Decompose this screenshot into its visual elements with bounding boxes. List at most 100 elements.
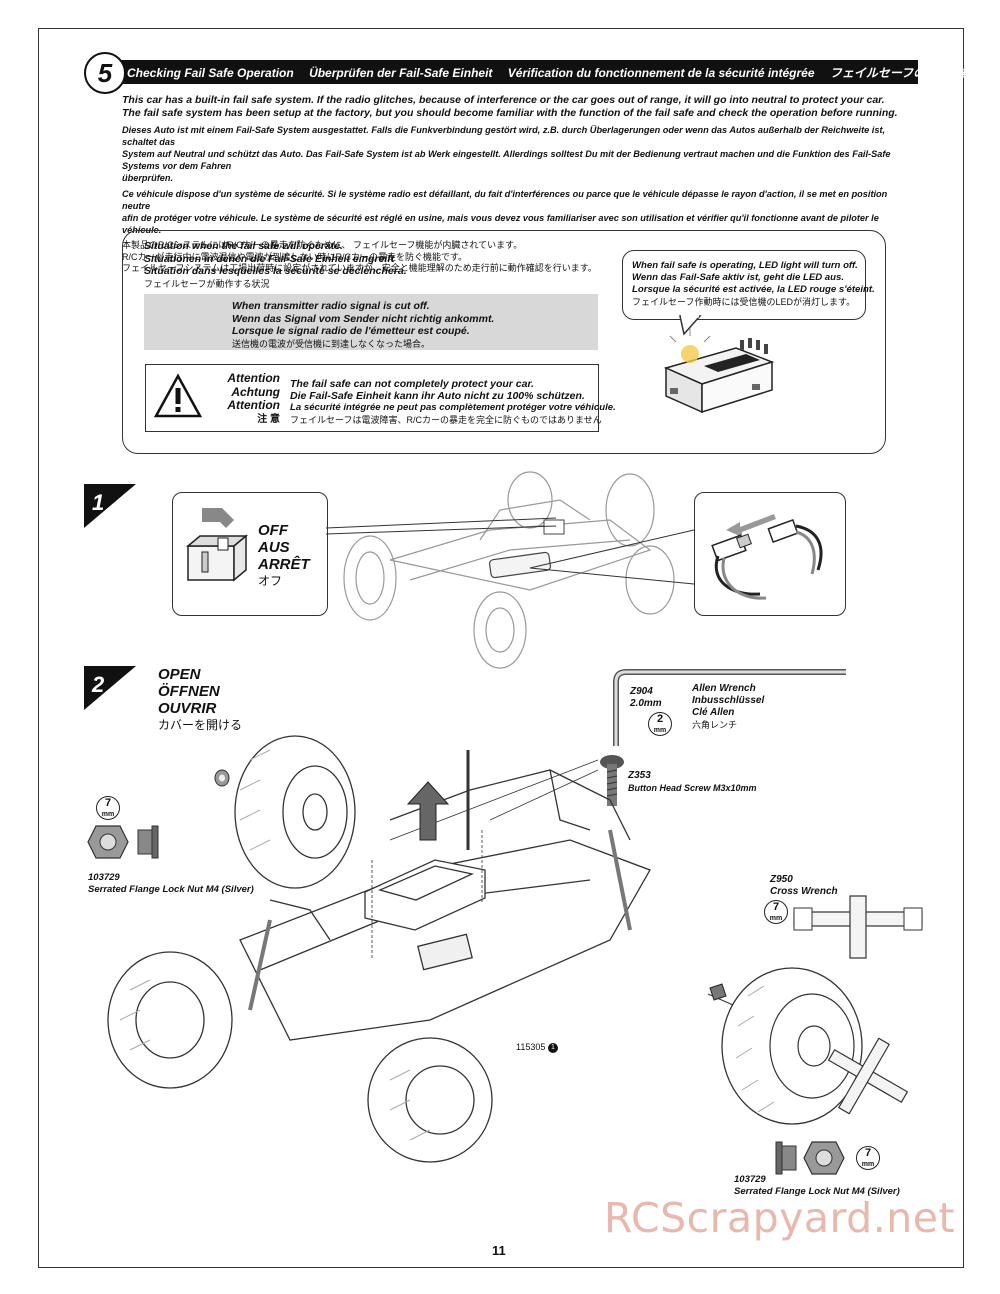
switch-off-fr: ARRÊT bbox=[258, 556, 310, 573]
attention-line-fr: La sécurité intégrée ne peut pas complèt… bbox=[290, 402, 616, 413]
section-header-bar bbox=[110, 60, 918, 84]
led-note-en: When fail safe is operating, LED light w… bbox=[632, 260, 858, 271]
signal-cut-text: When transmitter radio signal is cut off… bbox=[232, 300, 494, 350]
nut-right-mm-value: 7 bbox=[864, 1147, 872, 1159]
attention-line-jp: フェイルセーフは電波障害、R/Cカーの暴走を完全に防ぐものではありません bbox=[290, 415, 602, 425]
page-frame bbox=[38, 28, 964, 1268]
nut-right-name: Serrated Flange Lock Nut M4 (Silver) bbox=[734, 1186, 900, 1197]
intro-fr-1: Ce véhicule dispose d'un système de sécu… bbox=[122, 189, 888, 211]
signal-de: Wenn das Signal vom Sender nicht richtig… bbox=[232, 312, 495, 325]
situation-jp: フェイルセーフが動作する状況 bbox=[144, 278, 270, 289]
step2-tab bbox=[84, 666, 136, 710]
allen-jp: 六角レンチ bbox=[692, 720, 738, 730]
open-en: OPEN bbox=[158, 666, 201, 683]
cross-code: Z950 bbox=[770, 874, 793, 885]
intro-jp-3: フェイルセーフシステムは工場出荷時に設定がされていますが、安全と機能理解のため走… bbox=[122, 263, 597, 273]
nut-right-label: 103729 Serrated Flange Lock Nut M4 (Silv… bbox=[734, 1174, 900, 1198]
page-number: 11 bbox=[492, 1243, 506, 1258]
allen-code-text: Z904 bbox=[630, 686, 653, 697]
title-de: Überprüfen der Fail-Safe Einheit bbox=[309, 66, 493, 80]
signal-jp: 送信機の電波が受信機に到達しなくなった場合。 bbox=[232, 338, 431, 349]
title-fr: Vérification du fonctionnement de la séc… bbox=[507, 66, 815, 80]
allen-size-text: 2.0mm bbox=[630, 698, 662, 709]
cross-mm-unit: mm bbox=[769, 915, 783, 922]
allen-wrench-icon bbox=[613, 669, 846, 746]
flange-nut-right-icon bbox=[775, 1141, 845, 1175]
warning-icon bbox=[153, 373, 203, 418]
allen-mm-unit: mm bbox=[653, 727, 667, 734]
step2-number: 2 bbox=[92, 672, 105, 697]
situation-en: Situation when the fail safe will operat… bbox=[144, 240, 343, 252]
step1-number: 1 bbox=[92, 490, 105, 515]
receiver-illustration bbox=[663, 328, 775, 414]
open-fr: OUVRIR bbox=[158, 700, 217, 717]
open-de: ÖFFNEN bbox=[158, 683, 220, 700]
attention-de: Achtung bbox=[231, 384, 280, 399]
attention-fr: Attention bbox=[227, 398, 280, 412]
led-note-text: When fail safe is operating, LED light w… bbox=[632, 260, 875, 308]
battery-connector-illustration bbox=[711, 514, 823, 600]
allen-names: Allen Wrench Inbusschlüssel Clé Allen 六角… bbox=[692, 683, 764, 731]
led-note-bubble bbox=[622, 250, 866, 320]
flange-nut-left-icon bbox=[87, 825, 159, 859]
screw-label: Z353 Button Head Screw M3x10mm bbox=[628, 770, 757, 794]
bubble-tail bbox=[679, 314, 702, 336]
section-title: Checking Fail Safe Operation Überprüfen … bbox=[127, 64, 985, 81]
signal-en: When transmitter radio signal is cut off… bbox=[232, 300, 430, 312]
button-head-screw-icon bbox=[600, 755, 624, 806]
step1-car-illustration bbox=[343, 471, 675, 669]
situation-heading: Situation when the fail safe will operat… bbox=[144, 240, 407, 290]
cross-mm-value: 7 bbox=[772, 901, 780, 913]
nut-right-code: 103729 bbox=[734, 1174, 766, 1185]
nut-left-mm-value: 7 bbox=[104, 797, 112, 809]
washer-icon bbox=[214, 769, 230, 787]
intro-en-2: The fail safe system has been setup at t… bbox=[122, 107, 898, 119]
allen-de: Inbusschlüssel bbox=[692, 695, 765, 706]
cross-name: Cross Wrench bbox=[770, 886, 838, 897]
attention-line-en: The fail safe can not completely protect… bbox=[290, 378, 534, 390]
screw-code: Z353 bbox=[628, 770, 651, 781]
cross-wrench-label: Z950 Cross Wrench bbox=[770, 874, 838, 898]
part-ref-number: 115305 bbox=[516, 1042, 546, 1052]
situation-de: Situationen in denen die Fail-Safe Einhe… bbox=[144, 252, 395, 265]
title-jp: フェイルセーフの動作確認 bbox=[829, 66, 974, 80]
switch-off-jp: オフ bbox=[258, 574, 283, 588]
attention-labels: Attention Achtung Attention 注 意 bbox=[196, 371, 280, 426]
open-cover-labels: OPEN ÖFFNEN OUVRIR カバーを開ける bbox=[158, 666, 242, 734]
nut-left-label: 103729 Serrated Flange Lock Nut M4 (Silv… bbox=[88, 872, 254, 896]
fail-safe-situation-box bbox=[122, 230, 886, 454]
situation-fr: Situation dans lesquelles la sécurité se… bbox=[144, 265, 407, 277]
signal-cut-panel bbox=[144, 294, 598, 350]
cross-mm-badge: 7 mm bbox=[764, 900, 788, 924]
part-reference: 115305 1 bbox=[516, 1042, 558, 1053]
right-wheel-illustration bbox=[707, 967, 909, 1125]
allen-mm-badge: 2 mm bbox=[648, 712, 672, 736]
switch-off-labels: OFF AUS ARRÊT オフ bbox=[258, 522, 310, 590]
allen-code: Z904 2.0mm bbox=[630, 686, 662, 710]
step1-callout-lines bbox=[325, 517, 695, 585]
step1-tab bbox=[84, 484, 136, 528]
nut-left-mm-badge: 7 mm bbox=[96, 796, 120, 820]
allen-mm-value: 2 bbox=[656, 713, 664, 725]
title-en: Checking Fail Safe Operation bbox=[127, 66, 294, 80]
intro-text: This car has a built-in fail safe system… bbox=[122, 94, 912, 275]
nut-left-code: 103729 bbox=[88, 872, 120, 883]
allen-fr: Clé Allen bbox=[692, 707, 735, 718]
allen-en: Allen Wrench bbox=[692, 683, 756, 694]
switch-off-en: OFF bbox=[258, 522, 288, 539]
attention-en: Attention bbox=[227, 371, 280, 385]
led-note-de: Wenn das Fail-Safe aktiv ist, geht die L… bbox=[632, 272, 845, 283]
intro-de-2: System auf Neutral und schützt das Auto.… bbox=[122, 149, 891, 171]
intro-en-1: This car has a built-in fail safe system… bbox=[122, 94, 885, 106]
switch-off-de: AUS bbox=[258, 539, 290, 556]
screw-name: Button Head Screw M3x10mm bbox=[628, 783, 757, 793]
nut-left-mm-unit: mm bbox=[101, 811, 115, 818]
watermark: RCScrapyard.net bbox=[604, 1194, 956, 1242]
intro-jp-1: 本製品のR/CシステムにはR/Cカーの暴走を防ぐために、 フェイルセーフ機能が内… bbox=[122, 240, 523, 250]
intro-de-3: überprüfen. bbox=[122, 173, 174, 183]
attention-text: The fail safe can not completely protect… bbox=[290, 378, 616, 426]
part-count-badge: 1 bbox=[547, 1042, 558, 1053]
section-number: 5 bbox=[84, 52, 126, 94]
attention-box bbox=[145, 364, 599, 432]
